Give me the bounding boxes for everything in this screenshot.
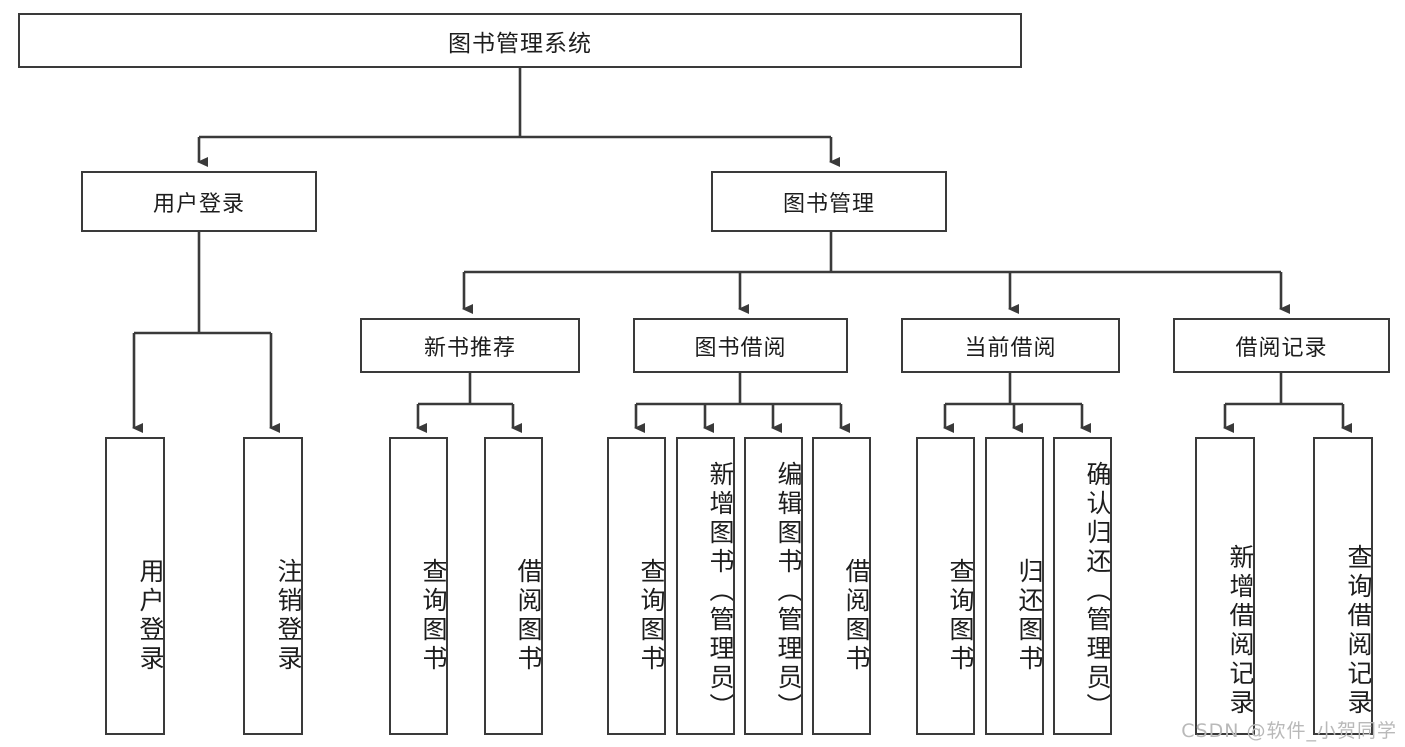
node-new-book-recommend[interactable]: 新书推荐 <box>360 318 580 373</box>
leaf-query-book-current[interactable]: 查询图书 <box>916 437 975 735</box>
leaf-borrow-book-borrow[interactable]: 借阅图书 <box>812 437 871 735</box>
leaf-query-book-borrow[interactable]: 查询图书 <box>607 437 666 735</box>
leaf-add-borrow-record[interactable]: 新增借阅记录 <box>1195 437 1255 735</box>
node-book-borrow[interactable]: 图书借阅 <box>633 318 848 373</box>
node-borrow-record[interactable]: 借阅记录 <box>1173 318 1390 373</box>
leaf-borrow-book-recommend[interactable]: 借阅图书 <box>484 437 543 735</box>
leaf-logout-login[interactable]: 注销登录 <box>243 437 303 735</box>
leaf-edit-book-admin[interactable]: 编辑图书（管理员） <box>744 437 803 735</box>
csdn-watermark: CSDN @软件_小贺同学 <box>1181 720 1397 742</box>
node-book-manage[interactable]: 图书管理 <box>711 171 947 232</box>
leaf-query-book-recommend[interactable]: 查询图书 <box>389 437 448 735</box>
node-user-login[interactable]: 用户登录 <box>81 171 317 232</box>
leaf-user-login[interactable]: 用户登录 <box>105 437 165 735</box>
leaf-add-book-admin[interactable]: 新增图书（管理员） <box>676 437 735 735</box>
node-current-borrow[interactable]: 当前借阅 <box>901 318 1120 373</box>
leaf-query-borrow-record[interactable]: 查询借阅记录 <box>1313 437 1373 735</box>
leaf-return-book[interactable]: 归还图书 <box>985 437 1044 735</box>
leaf-confirm-return-admin[interactable]: 确认归还（管理员） <box>1053 437 1112 735</box>
node-root-system[interactable]: 图书管理系统 <box>18 13 1022 68</box>
